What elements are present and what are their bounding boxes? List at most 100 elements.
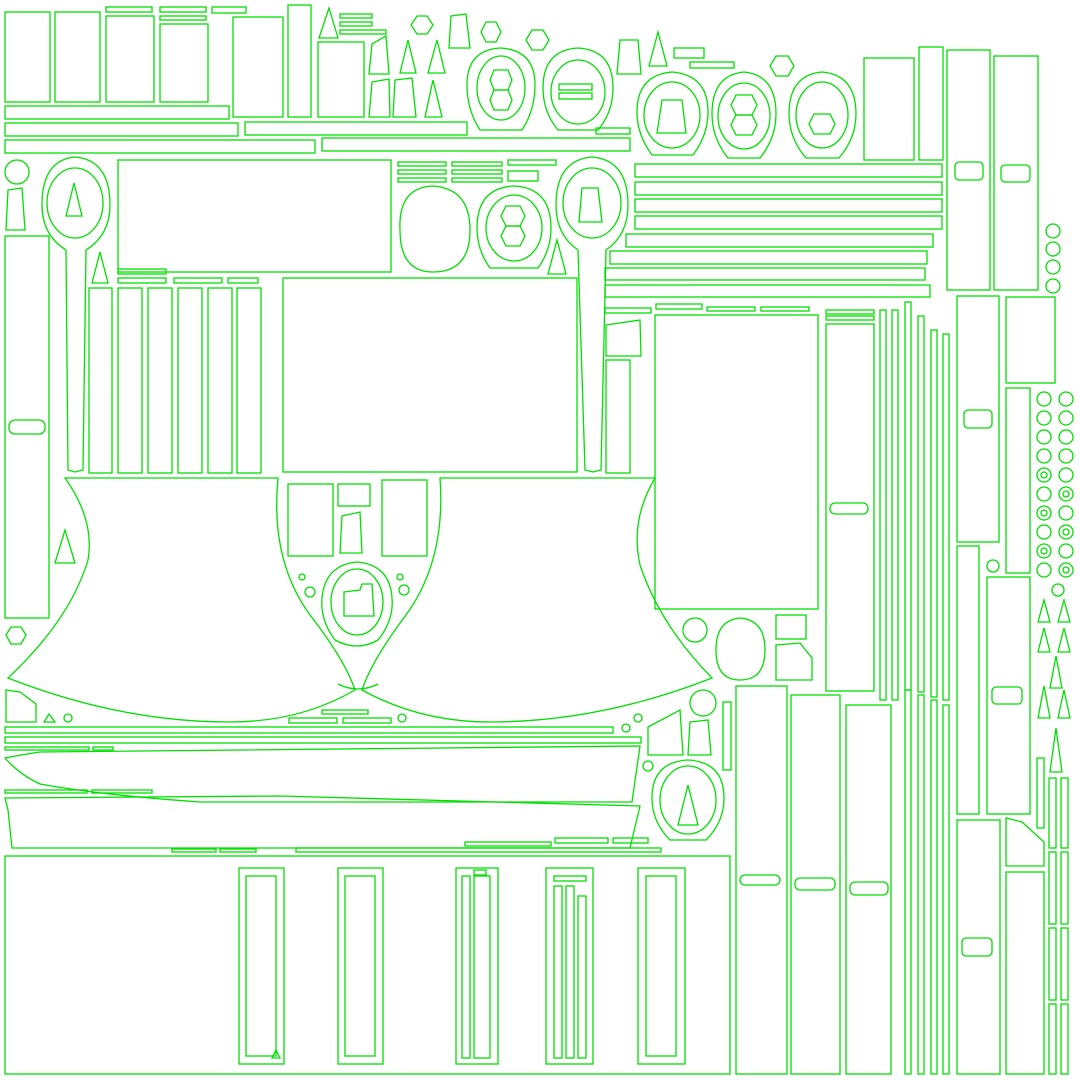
uv-island	[956, 819, 1001, 1075]
uv-island	[507, 159, 557, 166]
uv-island	[211, 6, 247, 14]
uv-island	[1045, 278, 1061, 294]
uv-island	[612, 837, 649, 844]
uv-island	[609, 250, 928, 265]
uv-island	[410, 15, 434, 35]
uv-island	[4, 746, 90, 751]
uv-island	[794, 877, 836, 891]
uv-island	[648, 29, 668, 67]
uv-island	[4, 122, 239, 137]
uv-island	[930, 329, 938, 698]
uv-island	[4, 789, 88, 794]
uv-island	[717, 82, 771, 150]
uv-island	[3, 745, 641, 803]
uv-island	[54, 11, 101, 103]
uv-island	[1045, 241, 1061, 257]
uv-island	[891, 309, 899, 701]
uv-island	[863, 57, 915, 161]
uv-island	[244, 121, 468, 136]
uv-island	[500, 205, 526, 227]
uv-island	[42, 712, 57, 723]
uv-island	[1060, 927, 1069, 1001]
uv-island	[330, 568, 384, 636]
uv-island	[337, 683, 379, 690]
uv-island	[689, 689, 717, 717]
uv-island	[1057, 627, 1071, 653]
uv-island	[337, 483, 371, 507]
uv-island	[397, 161, 447, 167]
uv-island	[633, 713, 643, 723]
uv-island	[1060, 851, 1069, 925]
uv-island	[91, 251, 109, 284]
uv-island	[904, 689, 912, 1075]
uv-island	[604, 307, 652, 314]
uv-island	[398, 584, 410, 596]
uv-island	[879, 309, 887, 701]
uv-island	[1049, 727, 1063, 773]
uv-island	[542, 47, 614, 131]
uv-island	[604, 284, 931, 298]
uv-island	[4, 159, 30, 185]
uv-island	[651, 759, 725, 841]
uv-island	[634, 163, 943, 178]
uv-island	[845, 704, 892, 1075]
uv-island	[4, 235, 50, 619]
uv-island	[730, 94, 758, 116]
uv-island	[41, 156, 111, 473]
uv-island	[595, 127, 631, 135]
uv-island	[605, 359, 631, 474]
uv-island	[88, 287, 113, 474]
uv-island	[605, 319, 642, 357]
uv-island	[288, 717, 338, 724]
uv-island	[550, 59, 606, 125]
uv-island	[54, 527, 76, 564]
uv-island	[942, 333, 950, 701]
uv-island	[427, 39, 446, 74]
uv-island	[946, 49, 991, 291]
uv-island	[634, 181, 943, 196]
uv-island	[553, 875, 587, 882]
uv-island	[339, 13, 373, 19]
uv-island	[476, 55, 526, 121]
uv-island	[361, 477, 714, 723]
uv-island	[993, 55, 1039, 291]
uv-island	[489, 89, 513, 111]
uv-island	[578, 187, 603, 223]
uv-island	[808, 113, 836, 135]
uv-island	[397, 713, 407, 723]
uv-island	[1005, 387, 1031, 574]
uv-island	[558, 83, 593, 91]
uv-island	[659, 765, 717, 835]
uv-island	[507, 170, 539, 182]
uv-island	[775, 642, 813, 681]
uv-island	[337, 867, 384, 1065]
uv-island	[1048, 927, 1057, 1001]
uv-island	[1048, 1003, 1057, 1075]
uv-island	[917, 315, 925, 693]
uv-island	[476, 185, 552, 269]
uv-island	[642, 760, 654, 772]
uv-island	[392, 77, 417, 118]
uv-island	[1057, 689, 1071, 719]
uv-island	[760, 306, 810, 312]
uv-island	[339, 511, 363, 554]
uv-island	[5, 626, 27, 645]
uv-island	[656, 99, 687, 134]
uv-island	[4, 139, 316, 154]
uv-island	[92, 746, 114, 751]
uv-island	[942, 704, 950, 1075]
uv-island	[451, 161, 503, 167]
uv-island	[464, 841, 552, 847]
uv-island	[825, 323, 875, 692]
uv-island	[339, 29, 387, 35]
uv-island	[790, 694, 841, 1075]
uv-island	[565, 885, 575, 1059]
uv-island	[489, 69, 513, 91]
uv-island	[1000, 164, 1031, 183]
uv-island	[554, 837, 609, 844]
uv-island	[4, 795, 641, 849]
uv-island	[480, 21, 502, 43]
uv-island	[986, 559, 1000, 573]
uv-island	[829, 502, 869, 515]
uv-island	[961, 937, 993, 957]
